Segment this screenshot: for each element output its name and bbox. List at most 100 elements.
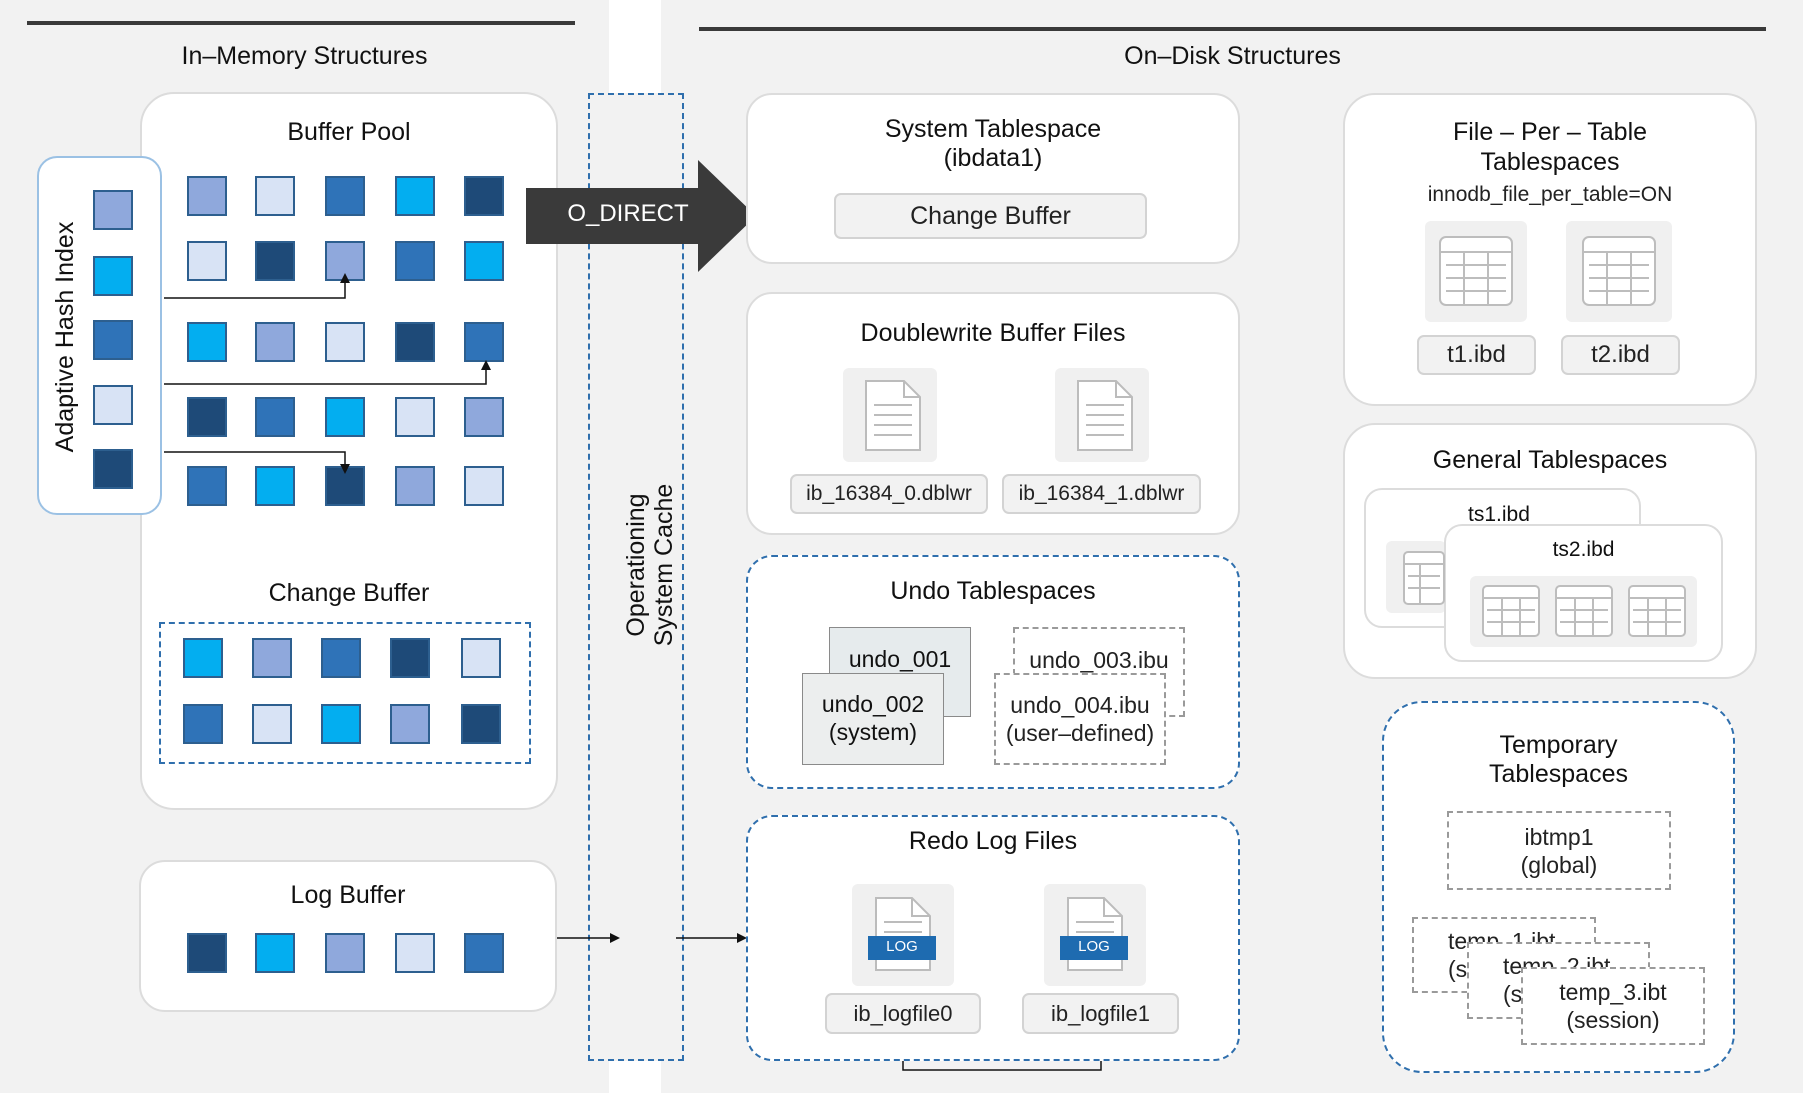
page-block [187,241,227,281]
redo-file-icon-bg-1 [1044,884,1146,986]
log-block [395,933,435,973]
redo-file-0: ib_logfile0 [825,993,981,1034]
page-block [183,704,223,744]
page-block [464,397,504,437]
on-disk-rule [699,27,1766,31]
page-block [464,176,504,216]
undo-002-type: (system) [828,719,918,745]
hash-entry [93,320,133,360]
o-direct-arrow [526,160,756,272]
page-block [464,322,504,362]
undo-002-box: undo_002 (system) [802,673,944,765]
t2-file: t2.ibd [1561,335,1680,375]
ts2-label: ts2.ibd [1552,538,1615,561]
ibtmp1-box: ibtmp1 (global) [1447,811,1671,890]
page-block [187,176,227,216]
page-block [255,176,295,216]
page-block [321,704,361,744]
page-block [183,638,223,678]
doublewrite-title: Doublewrite Buffer Files [860,319,1126,347]
buffer-pool-title: Buffer Pool [287,118,411,146]
page-block [325,176,365,216]
doublewrite-file-0: ib_16384_0.dblwr [790,474,988,514]
page-block [187,466,227,506]
ts1-label: ts1.ibd [1468,503,1530,526]
page-block [252,704,292,744]
temp-3-name: temp_3.ibt [1559,979,1667,1005]
page-block [255,322,295,362]
log-buffer-title: Log Buffer [290,881,406,909]
log-badge-1: LOG [1078,938,1110,955]
undo-004-type: (user–defined) [1005,720,1155,746]
t2-icon-bg [1566,221,1672,322]
change-buffer-area [159,622,531,764]
in-memory-rule [27,21,575,25]
file-per-table-panel [1343,93,1757,406]
page-block [252,638,292,678]
page-block [461,704,501,744]
doublewrite-file-icon-bg [843,368,937,462]
redo-title: Redo Log Files [908,827,1078,855]
temp-1-scope: (s [1448,956,1468,982]
page-block [325,397,365,437]
t1-file: t1.ibd [1417,335,1536,375]
on-disk-title: On–Disk Structures [1124,42,1341,70]
undo-004-box: undo_004.ibu (user–defined) [994,673,1166,765]
hash-pointer-1 [164,273,350,299]
log-block [187,933,227,973]
doublewrite-file-icon-bg-2 [1055,368,1149,462]
temp-3-scope: (session) [1566,1007,1660,1033]
hash-entry [93,449,133,489]
temporary-subtitle: Tablespaces [1489,760,1628,788]
page-block [395,466,435,506]
in-memory-title: In–Memory Structures [181,42,428,70]
page-block [187,322,227,362]
page-block [255,241,295,281]
system-change-buffer: Change Buffer [834,193,1147,239]
ts2-icon-bg [1470,576,1697,647]
ts1-icon-bg [1386,541,1446,613]
temp-2-scope: (s [1503,981,1523,1007]
undo-004-name: undo_004.ibu [1010,692,1150,718]
log-block [325,933,365,973]
log-block [464,933,504,973]
hash-pointer-3 [164,451,350,474]
system-tablespace-title: System Tablespace [884,115,1102,143]
log-badge-0: LOG [886,938,918,955]
ibtmp1-name: ibtmp1 [1524,824,1594,850]
page-block [255,466,295,506]
page-block [395,322,435,362]
page-block [464,466,504,506]
temp-3-box: temp_3.ibt (session) [1521,967,1705,1045]
undo-001-box: undo_001 [829,627,971,717]
t1-icon-bg [1425,221,1527,322]
doublewrite-file-1: ib_16384_1.dblwr [1002,474,1201,514]
system-tablespace-file: (ibdata1) [943,144,1043,172]
page-block [395,176,435,216]
page-block [464,241,504,281]
change-buffer-title: Change Buffer [268,579,430,607]
hash-pointer-2 [164,360,491,385]
page-block [325,322,365,362]
page-block [390,704,430,744]
undo-002-name: undo_002 [821,691,925,717]
page-block [187,397,227,437]
redo-file-icon-bg-0 [852,884,954,986]
log-block [255,933,295,973]
os-cache-lane [588,93,684,1061]
page-block [461,638,501,678]
file-per-table-setting: innodb_file_per_table=ON [1427,183,1673,206]
redo-file-1: ib_logfile1 [1022,993,1179,1034]
hash-entry [93,190,133,230]
file-per-table-title: File – Per – Table [1452,118,1648,146]
hash-entry [93,385,133,425]
page-block [395,397,435,437]
undo-title: Undo Tablespaces [890,577,1096,605]
general-title: General Tablespaces [1432,446,1668,474]
page-block [321,638,361,678]
file-per-table-subtitle: Tablespaces [1480,148,1620,176]
ibtmp1-scope: (global) [1520,852,1598,878]
page-block [390,638,430,678]
o-direct-label: O_DIRECT [567,200,689,227]
page-block [255,397,295,437]
